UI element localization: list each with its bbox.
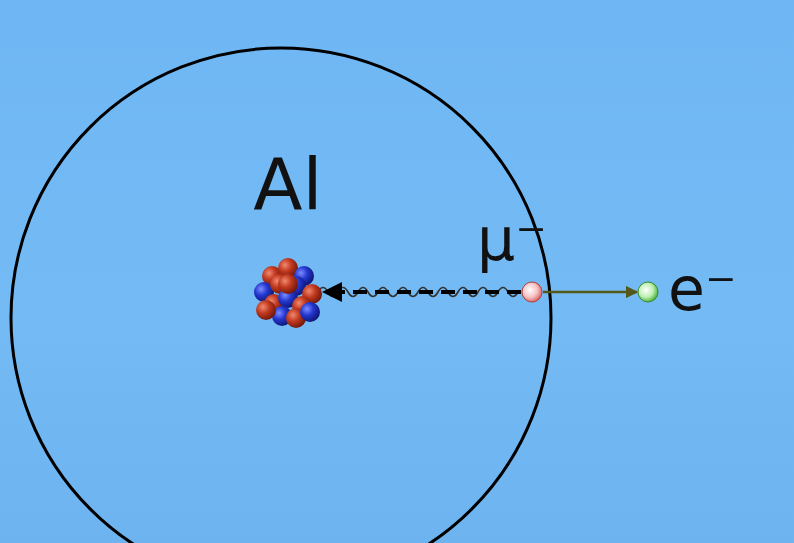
particle-label: Al — [253, 148, 322, 220]
nucleus-shape — [250, 254, 326, 330]
nucleon-ball — [278, 274, 298, 294]
muon-shape — [521, 281, 543, 303]
electron-particle: e⁻ — [637, 281, 659, 303]
particle-label: μ⁻ — [477, 209, 547, 269]
orbit-circle — [11, 48, 551, 543]
muon-ball — [522, 282, 542, 302]
electron-ball — [638, 282, 658, 302]
photon-wave — [318, 288, 518, 297]
exchange-arrow — [326, 290, 521, 294]
electron-shape — [637, 281, 659, 303]
nucleus-node: Al — [250, 254, 326, 330]
particle-label: e⁻ — [668, 259, 737, 319]
nucleon-ball — [300, 302, 320, 322]
nucleon-ball — [256, 300, 276, 320]
emission-arrow — [543, 291, 637, 294]
muon-particle: μ⁻ — [521, 281, 543, 303]
